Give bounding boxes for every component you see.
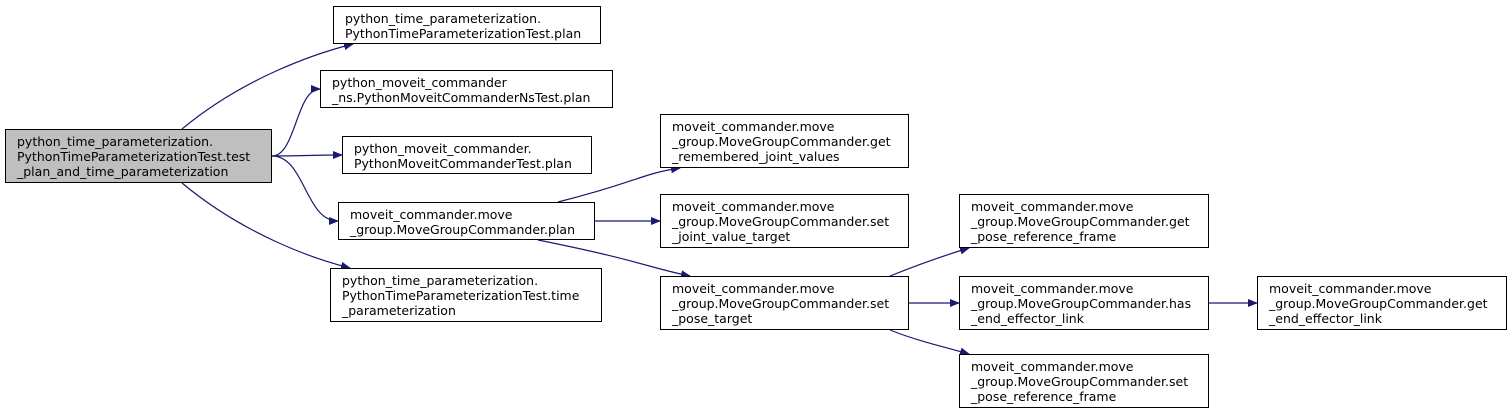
node-label-line: _ns.PythonMoveitCommanderNsTest.plan [332, 90, 591, 105]
node-label-line: _parameterization [342, 303, 456, 318]
node-has-ee[interactable]: moveit_commander.move_group.MoveGroupCom… [959, 276, 1209, 330]
edge-root-to-mgc-plan [271, 155, 339, 225]
node-get-remembered[interactable]: moveit_commander.move_group.MoveGroupCom… [660, 114, 909, 168]
node-label-line: python_time_parameterization. [345, 11, 542, 26]
node-label-line: _group.MoveGroupCommander.set [672, 214, 890, 229]
node-label-line: _group.MoveGroupCommander.set [971, 374, 1189, 389]
edge-root-to-ns-plan [271, 85, 321, 157]
edge-mgc-plan-to-set-pose [537, 239, 691, 279]
edge-root-to-ptp-plan [181, 42, 354, 130]
node-pmc-plan[interactable]: python_moveit_commander.PythonMoveitComm… [342, 136, 592, 174]
node-label-line: _group.MoveGroupCommander.get [1269, 296, 1488, 311]
edge-root-to-pmc-plan [271, 151, 343, 160]
edge-mgc-plan-to-get-remembered [557, 165, 681, 203]
node-label-line: _plan_and_time_parameterization [17, 164, 229, 179]
node-label-line: python_moveit_commander. [354, 141, 532, 156]
node-label-line: PythonTimeParameterizationTest.test [17, 149, 251, 164]
node-label-line: _remembered_joint_values [672, 149, 840, 164]
edge-set-pose-to-get-pose-ref [889, 246, 970, 277]
node-label-line: _group.MoveGroupCommander.set [672, 296, 890, 311]
node-set-pose[interactable]: moveit_commander.move_group.MoveGroupCom… [660, 276, 909, 330]
node-label-line: moveit_commander.move [672, 199, 835, 214]
node-label-line: _joint_value_target [672, 229, 791, 244]
node-root[interactable]: python_time_parameterization.PythonTimeP… [5, 129, 272, 183]
node-ptp-time[interactable]: python_time_parameterization.PythonTimeP… [330, 268, 602, 322]
node-label-line: python_moveit_commander [332, 75, 507, 90]
node-label-line: PythonMoveitCommanderTest.plan [354, 156, 572, 171]
node-ns-plan[interactable]: python_moveit_commander_ns.PythonMoveitC… [320, 70, 613, 108]
node-label-line: _group.MoveGroupCommander.get [672, 134, 891, 149]
node-label-line: moveit_commander.move [971, 281, 1134, 296]
node-label-line: _pose_reference_frame [971, 229, 1117, 244]
node-label-line: _pose_reference_frame [971, 389, 1117, 404]
node-label-line: moveit_commander.move [350, 207, 513, 222]
node-label-line: python_time_parameterization. [17, 134, 214, 149]
node-label-line: _end_effector_link [1269, 311, 1382, 326]
node-label-line: moveit_commander.move [672, 281, 835, 296]
node-label-line: moveit_commander.move [1269, 281, 1432, 296]
node-label-line: moveit_commander.move [971, 199, 1134, 214]
node-label-line: _group.MoveGroupCommander.get [971, 214, 1190, 229]
node-label-line: _group.MoveGroupCommander.plan [350, 222, 575, 237]
node-set-pose-ref[interactable]: moveit_commander.move_group.MoveGroupCom… [959, 354, 1209, 408]
node-get-ee[interactable]: moveit_commander.move_group.MoveGroupCom… [1257, 276, 1507, 330]
node-label-line: PythonTimeParameterizationTest.time [342, 288, 580, 303]
node-label-line: _end_effector_link [971, 311, 1084, 326]
node-mgc-plan[interactable]: moveit_commander.move_group.MoveGroupCom… [338, 202, 595, 240]
node-get-pose-ref[interactable]: moveit_commander.move_group.MoveGroupCom… [959, 194, 1209, 248]
node-set-joint[interactable]: moveit_commander.move_group.MoveGroupCom… [660, 194, 909, 248]
node-label-line: moveit_commander.move [971, 359, 1134, 374]
edge-set-pose-to-set-pose-ref [889, 329, 970, 356]
node-label-line: python_time_parameterization. [342, 273, 539, 288]
node-label-line: _pose_target [672, 311, 753, 326]
node-ptp-plan[interactable]: python_time_parameterization.PythonTimeP… [333, 6, 601, 44]
edge-root-to-ptp-time [181, 182, 351, 270]
node-label-line: _group.MoveGroupCommander.has [971, 296, 1192, 311]
node-label-line: PythonTimeParameterizationTest.plan [345, 26, 582, 41]
node-label-line: moveit_commander.move [672, 119, 835, 134]
